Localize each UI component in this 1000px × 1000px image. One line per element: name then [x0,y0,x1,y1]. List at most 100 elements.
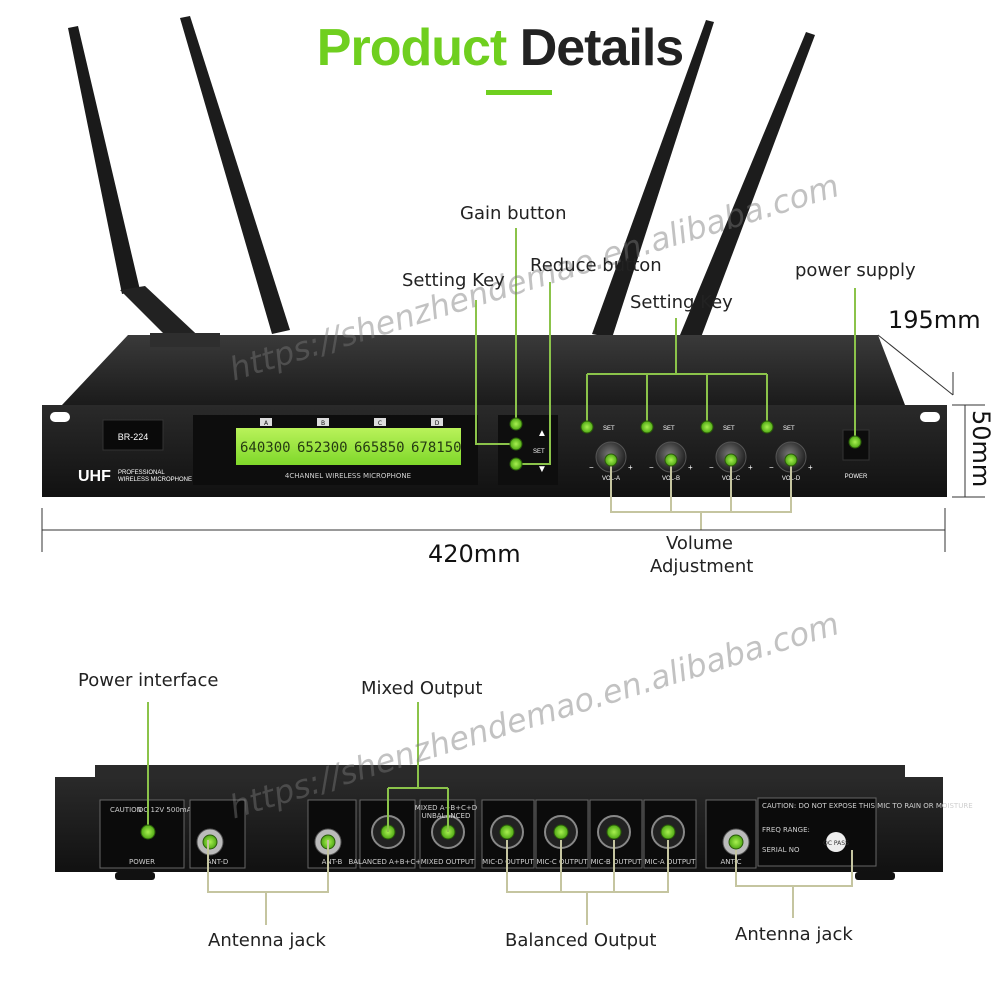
rear-foot-2 [855,872,895,880]
page-title: Product Details [0,18,1000,78]
callout-marker [660,824,676,840]
rear-info-block [757,797,877,867]
connector-label: ANT-C [720,858,741,866]
rack-hole-1 [50,412,70,422]
power-jack-marker [140,824,156,840]
connector-label: MIXED OUTPUT [421,858,475,866]
dimension-width: 420mm [428,540,521,568]
button-panel [498,415,558,485]
callout-reduce-button: Reduce button [530,255,662,276]
callout-marker [604,453,618,467]
connector-label: MIC-B OUTPUT [591,858,643,866]
minus-icon: − [709,463,714,472]
callout-marker [724,453,738,467]
model-badge-text: BR-224 [118,432,149,442]
channel-tab-D [431,418,443,426]
front-callout-markers [509,417,862,471]
rear-power-spec: DC 12V 500mA [138,806,192,814]
rear-caution-label: CAUTION [110,806,142,814]
set-key-label: SET [723,426,735,432]
channel-tab-A [260,418,272,426]
connector-label: ANT-B [322,858,343,866]
plus-icon: + [688,463,693,472]
connector-label: MIC-A OUTPUT [645,858,697,866]
qc-sticker-text: QC PASS [823,840,849,847]
rear-serial-no: SERIAL NO [762,846,800,854]
connector-label: BALANCED A+B+C+D [348,858,426,866]
minus-icon: − [769,463,774,472]
dimension-lines [41,334,985,552]
callout-volume-1: Volume [666,533,733,554]
minus-icon: − [589,463,594,472]
display-caption: 4CHANNEL WIRELESS MICROPHONE [285,472,411,480]
rear-callout-markers [140,824,156,840]
rear-caution-box: CAUTION: DO NOT EXPOSE THIS MIC TO RAIN … [762,802,973,810]
callout-volume-2: Adjustment [650,556,754,577]
top-vent [150,333,220,347]
rear-unit-top [95,765,905,777]
antenna-1 [68,26,208,350]
rear-power-label: POWER [129,858,155,866]
callout-power-supply: power supply [795,260,916,281]
plus-icon: + [808,463,813,472]
rear-foot-1 [115,872,155,880]
callout-marker [606,824,622,840]
channel-tab-B [317,418,329,426]
front-power-label: POWER [845,474,868,480]
set-key-label: SET [663,426,675,432]
callout-marker [784,453,798,467]
callout-antenna-jack-right: Antenna jack [735,924,853,945]
brand-sub1: PROFESSIONAL [118,470,165,476]
down-arrow-icon: ▼ [537,464,547,475]
lcd-frequency: 665850 [354,440,405,456]
set-key-label: SET [603,426,615,432]
channel-tab-C [374,418,386,426]
dimension-depth: 195mm [888,306,981,334]
callout-gain-button: Gain button [460,203,567,224]
callout-mixed-output: Mixed Output [361,678,483,699]
antenna-3 [592,20,714,338]
callout-marker [664,453,678,467]
up-arrow-icon: ▲ [537,428,547,439]
brand-sub2: WIRELESS MICROPHONE [118,477,192,483]
antenna-4 [680,32,815,340]
callout-marker [580,420,594,434]
lcd-display [236,428,461,465]
rear-callout-lines [147,702,449,832]
front-panel [42,405,947,497]
rear-freq-range: FREQ RANGE: [762,826,810,834]
model-badge [102,419,164,451]
callout-marker [848,435,862,449]
rack-hole-2 [920,412,940,422]
connector-label: MIC-D OUTPUT [482,858,534,866]
connector-label: MIC-C OUTPUT [536,858,588,866]
minus-icon: − [649,463,654,472]
title-word-details: Details [519,19,685,77]
connector-label: ANT-D [207,858,229,866]
callout-marker [202,834,218,850]
set-key-label: SET [783,426,795,432]
callout-marker [509,457,523,471]
plus-icon: + [748,463,753,472]
callout-marker [509,437,523,451]
callout-marker [700,420,714,434]
plus-icon: + [628,463,633,472]
callout-setting-key-right: Setting Key [630,292,733,313]
callout-antenna-jack-left: Antenna jack [208,930,326,951]
center-set-label: SET [533,449,545,455]
volume-bracket-lines [610,462,792,530]
qc-sticker [826,832,846,852]
mixed-header-1: MIXED A+B+C+D [415,804,477,812]
title-word-product: Product [316,19,507,77]
callout-balanced-output: Balanced Output [505,930,657,951]
callout-marker [509,417,523,431]
channel-tab-label: C [378,420,382,427]
dimension-height: 50mm [967,410,995,488]
callout-marker [553,824,569,840]
lcd-frequency: 640300 [240,440,291,456]
front-unit-top [62,335,905,405]
